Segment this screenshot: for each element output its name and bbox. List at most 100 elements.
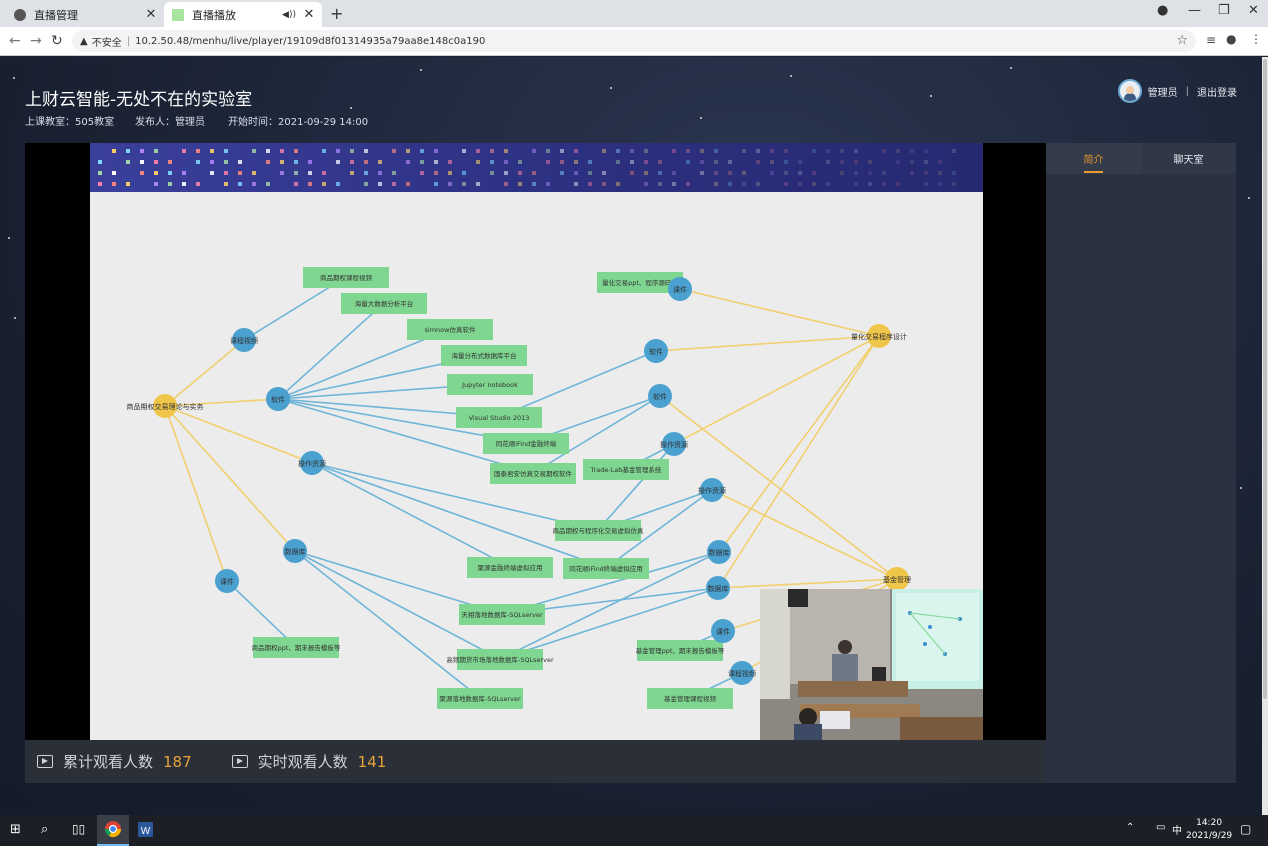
clock-date: 2021/9/29 bbox=[1186, 831, 1233, 841]
category-node bbox=[300, 451, 324, 475]
connector-line bbox=[673, 335, 880, 445]
publisher-info: 发布人：管理员 bbox=[135, 117, 205, 128]
connector-line bbox=[164, 405, 313, 464]
profile-icon[interactable]: ● bbox=[1157, 3, 1169, 18]
notification-icon[interactable]: ▢ bbox=[1240, 822, 1252, 836]
resource-box bbox=[637, 640, 723, 661]
course-hub-node bbox=[867, 324, 891, 348]
classroom-info: 上课教室：505教室 bbox=[25, 117, 115, 128]
reload-icon[interactable]: ↻ bbox=[51, 33, 63, 49]
resource-box bbox=[441, 345, 527, 366]
close-tab-icon[interactable]: ✕ bbox=[303, 7, 315, 22]
ime-indicator[interactable]: 中 bbox=[1172, 826, 1182, 837]
task-view-icon[interactable]: ▯▯ bbox=[72, 822, 86, 836]
camera-scene bbox=[760, 589, 983, 740]
back-icon[interactable]: ← bbox=[9, 33, 21, 49]
browser-tab-live-management[interactable]: 直播管理 ✕ bbox=[6, 2, 164, 27]
category-node-label: 软件 bbox=[271, 395, 285, 404]
tab-intro[interactable]: 简介 bbox=[1046, 143, 1141, 174]
connector-line bbox=[164, 398, 279, 407]
browser-tab-live-player[interactable]: 直播播放 ◀)) ✕ bbox=[164, 2, 322, 27]
account-icon[interactable]: ● bbox=[1226, 32, 1237, 46]
separator: | bbox=[126, 35, 131, 47]
resource-box-label: 商品期权与程序化交易虚拟仿真 bbox=[553, 526, 645, 535]
resource-box-label: 同花顺iFind金融终端 bbox=[496, 439, 557, 448]
viewer-stats-bar: 累计观看人数 187 实时观看人数 141 bbox=[25, 740, 1046, 783]
page-icon bbox=[172, 8, 184, 21]
camera-feed[interactable] bbox=[760, 589, 983, 740]
category-node bbox=[215, 569, 239, 593]
new-tab-button[interactable]: + bbox=[330, 4, 344, 23]
separator: | bbox=[1185, 85, 1189, 97]
connector-line bbox=[294, 550, 481, 699]
restore-button[interactable]: ❐ bbox=[1218, 3, 1230, 18]
resource-box bbox=[303, 267, 389, 288]
connector-line bbox=[277, 398, 534, 474]
category-node-label: 课件 bbox=[716, 627, 730, 636]
connector-line bbox=[164, 405, 228, 582]
course-hub-label: 商品期权交易理论与实务 bbox=[127, 402, 204, 411]
resource-box-label: 商品期权ppt、期末报告模板等 bbox=[252, 643, 341, 652]
minimize-button[interactable]: — bbox=[1188, 3, 1201, 18]
resource-box-label: 同花顺iFind终端虚拟应用 bbox=[569, 564, 643, 573]
resource-box bbox=[647, 688, 733, 709]
close-window-button[interactable]: ✕ bbox=[1248, 3, 1259, 18]
tab-chatroom[interactable]: 聊天室 bbox=[1141, 143, 1236, 174]
resource-box-label: 商品期权课程视频 bbox=[320, 273, 373, 282]
side-panel-tabs: 简介 聊天室 bbox=[1046, 143, 1236, 174]
category-node-label: 操作资源 bbox=[298, 459, 326, 468]
play-icon bbox=[37, 755, 53, 768]
connector-line bbox=[597, 443, 675, 531]
windows-start-icon[interactable]: ⊞ bbox=[10, 822, 21, 837]
user-name[interactable]: 管理员 bbox=[1147, 87, 1178, 99]
tab-label: 直播管理 bbox=[34, 8, 78, 22]
resource-box-label: 量化交易ppt、程序源码等 bbox=[602, 278, 678, 287]
connector-line bbox=[277, 302, 385, 400]
close-tab-icon[interactable]: ✕ bbox=[145, 7, 157, 22]
connector-line bbox=[679, 288, 880, 337]
connector-line bbox=[532, 395, 661, 474]
category-node bbox=[668, 277, 692, 301]
network-icon[interactable]: ▭ bbox=[1156, 822, 1166, 833]
logout-link[interactable]: 退出登录 bbox=[1197, 87, 1237, 99]
audio-icon[interactable]: ◀)) bbox=[282, 9, 296, 20]
category-node bbox=[707, 540, 731, 564]
category-node bbox=[662, 432, 686, 456]
resource-box-label: 天相落地数据库-SQLserver bbox=[461, 610, 543, 619]
system-clock[interactable]: 14:20 2021/9/29 bbox=[1186, 817, 1232, 843]
browser-toolbar: ← → ↻ ▲ 不安全 | 10.2.50.48/menhu/live/play… bbox=[0, 27, 1268, 56]
category-node-label: 数据库 bbox=[708, 584, 729, 593]
avatar[interactable] bbox=[1117, 79, 1142, 103]
page-scrollbar[interactable] bbox=[1262, 57, 1268, 815]
connector-line bbox=[655, 335, 880, 352]
connector-line bbox=[501, 551, 720, 615]
reading-list-icon[interactable]: ≡ bbox=[1206, 33, 1217, 47]
connector-line bbox=[605, 489, 713, 569]
search-icon[interactable]: ⌕ bbox=[41, 822, 49, 837]
scrollbar-thumb[interactable] bbox=[1263, 59, 1267, 699]
category-node bbox=[711, 619, 735, 643]
show-hidden-icons-icon[interactable]: ⌃ bbox=[1126, 822, 1135, 833]
category-node-label: 课件 bbox=[220, 577, 234, 586]
bookmark-star-icon[interactable]: ☆ bbox=[1176, 33, 1188, 48]
resource-box-label: 国泰君安仿真交易期权软件 bbox=[494, 469, 573, 478]
category-node-label: 课件 bbox=[673, 285, 687, 294]
total-viewers-value: 187 bbox=[163, 752, 192, 771]
connector-line bbox=[294, 550, 503, 615]
category-node-label: 课程视频 bbox=[728, 669, 756, 678]
resource-box bbox=[555, 520, 641, 541]
clock-time: 14:20 bbox=[1196, 818, 1223, 828]
svg-text:W: W bbox=[141, 826, 151, 837]
category-node bbox=[644, 339, 668, 363]
address-bar[interactable]: ▲ 不安全 | 10.2.50.48/menhu/live/player/191… bbox=[72, 30, 1196, 52]
category-node bbox=[730, 661, 754, 685]
resource-box bbox=[447, 374, 533, 395]
word-taskbar-button[interactable]: W bbox=[129, 815, 161, 846]
resource-box bbox=[253, 637, 339, 658]
chrome-taskbar-button[interactable] bbox=[97, 815, 129, 846]
connector-line bbox=[164, 405, 296, 552]
forward-icon[interactable]: → bbox=[30, 33, 42, 49]
connector-line bbox=[718, 335, 880, 553]
menu-icon[interactable]: ⋮ bbox=[1250, 32, 1262, 46]
